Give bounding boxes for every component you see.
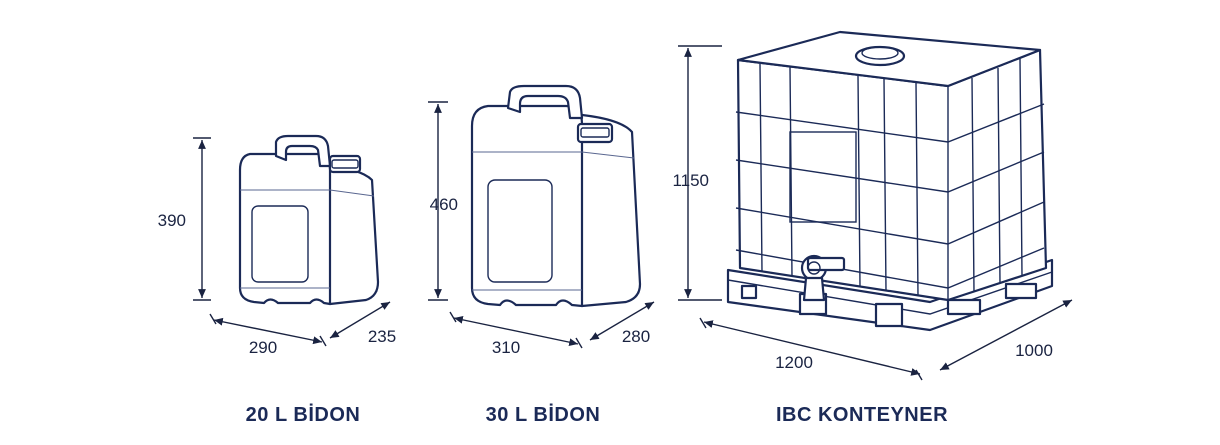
canister-30l-illustration	[470, 84, 642, 308]
width-label-20l: 290	[249, 338, 277, 357]
height-label-20l: 390	[158, 211, 186, 230]
title-ibc-container: IBC KONTEYNER	[775, 404, 949, 426]
dimensions-20l: 390 290 235	[158, 137, 396, 357]
width-label-30l: 310	[492, 338, 520, 357]
title-30l-canister: 30 L BİDON	[485, 404, 601, 426]
depth-label-ibc: 1000	[1015, 341, 1053, 360]
height-label-ibc: 1150	[672, 171, 709, 190]
depth-label-20l: 235	[368, 327, 396, 346]
width-label-ibc: 1200	[775, 353, 813, 372]
canister-20l-illustration	[238, 134, 380, 306]
ibc-container-illustration	[726, 30, 1054, 332]
title-20l-canister: 20 L BİDON	[245, 404, 361, 426]
depth-label-30l: 280	[622, 327, 650, 346]
dimensions-ibc: 1150 1200 1000	[672, 45, 1073, 381]
height-label-30l: 460	[430, 195, 458, 214]
dimensions-30l: 460 310 280	[428, 101, 655, 357]
